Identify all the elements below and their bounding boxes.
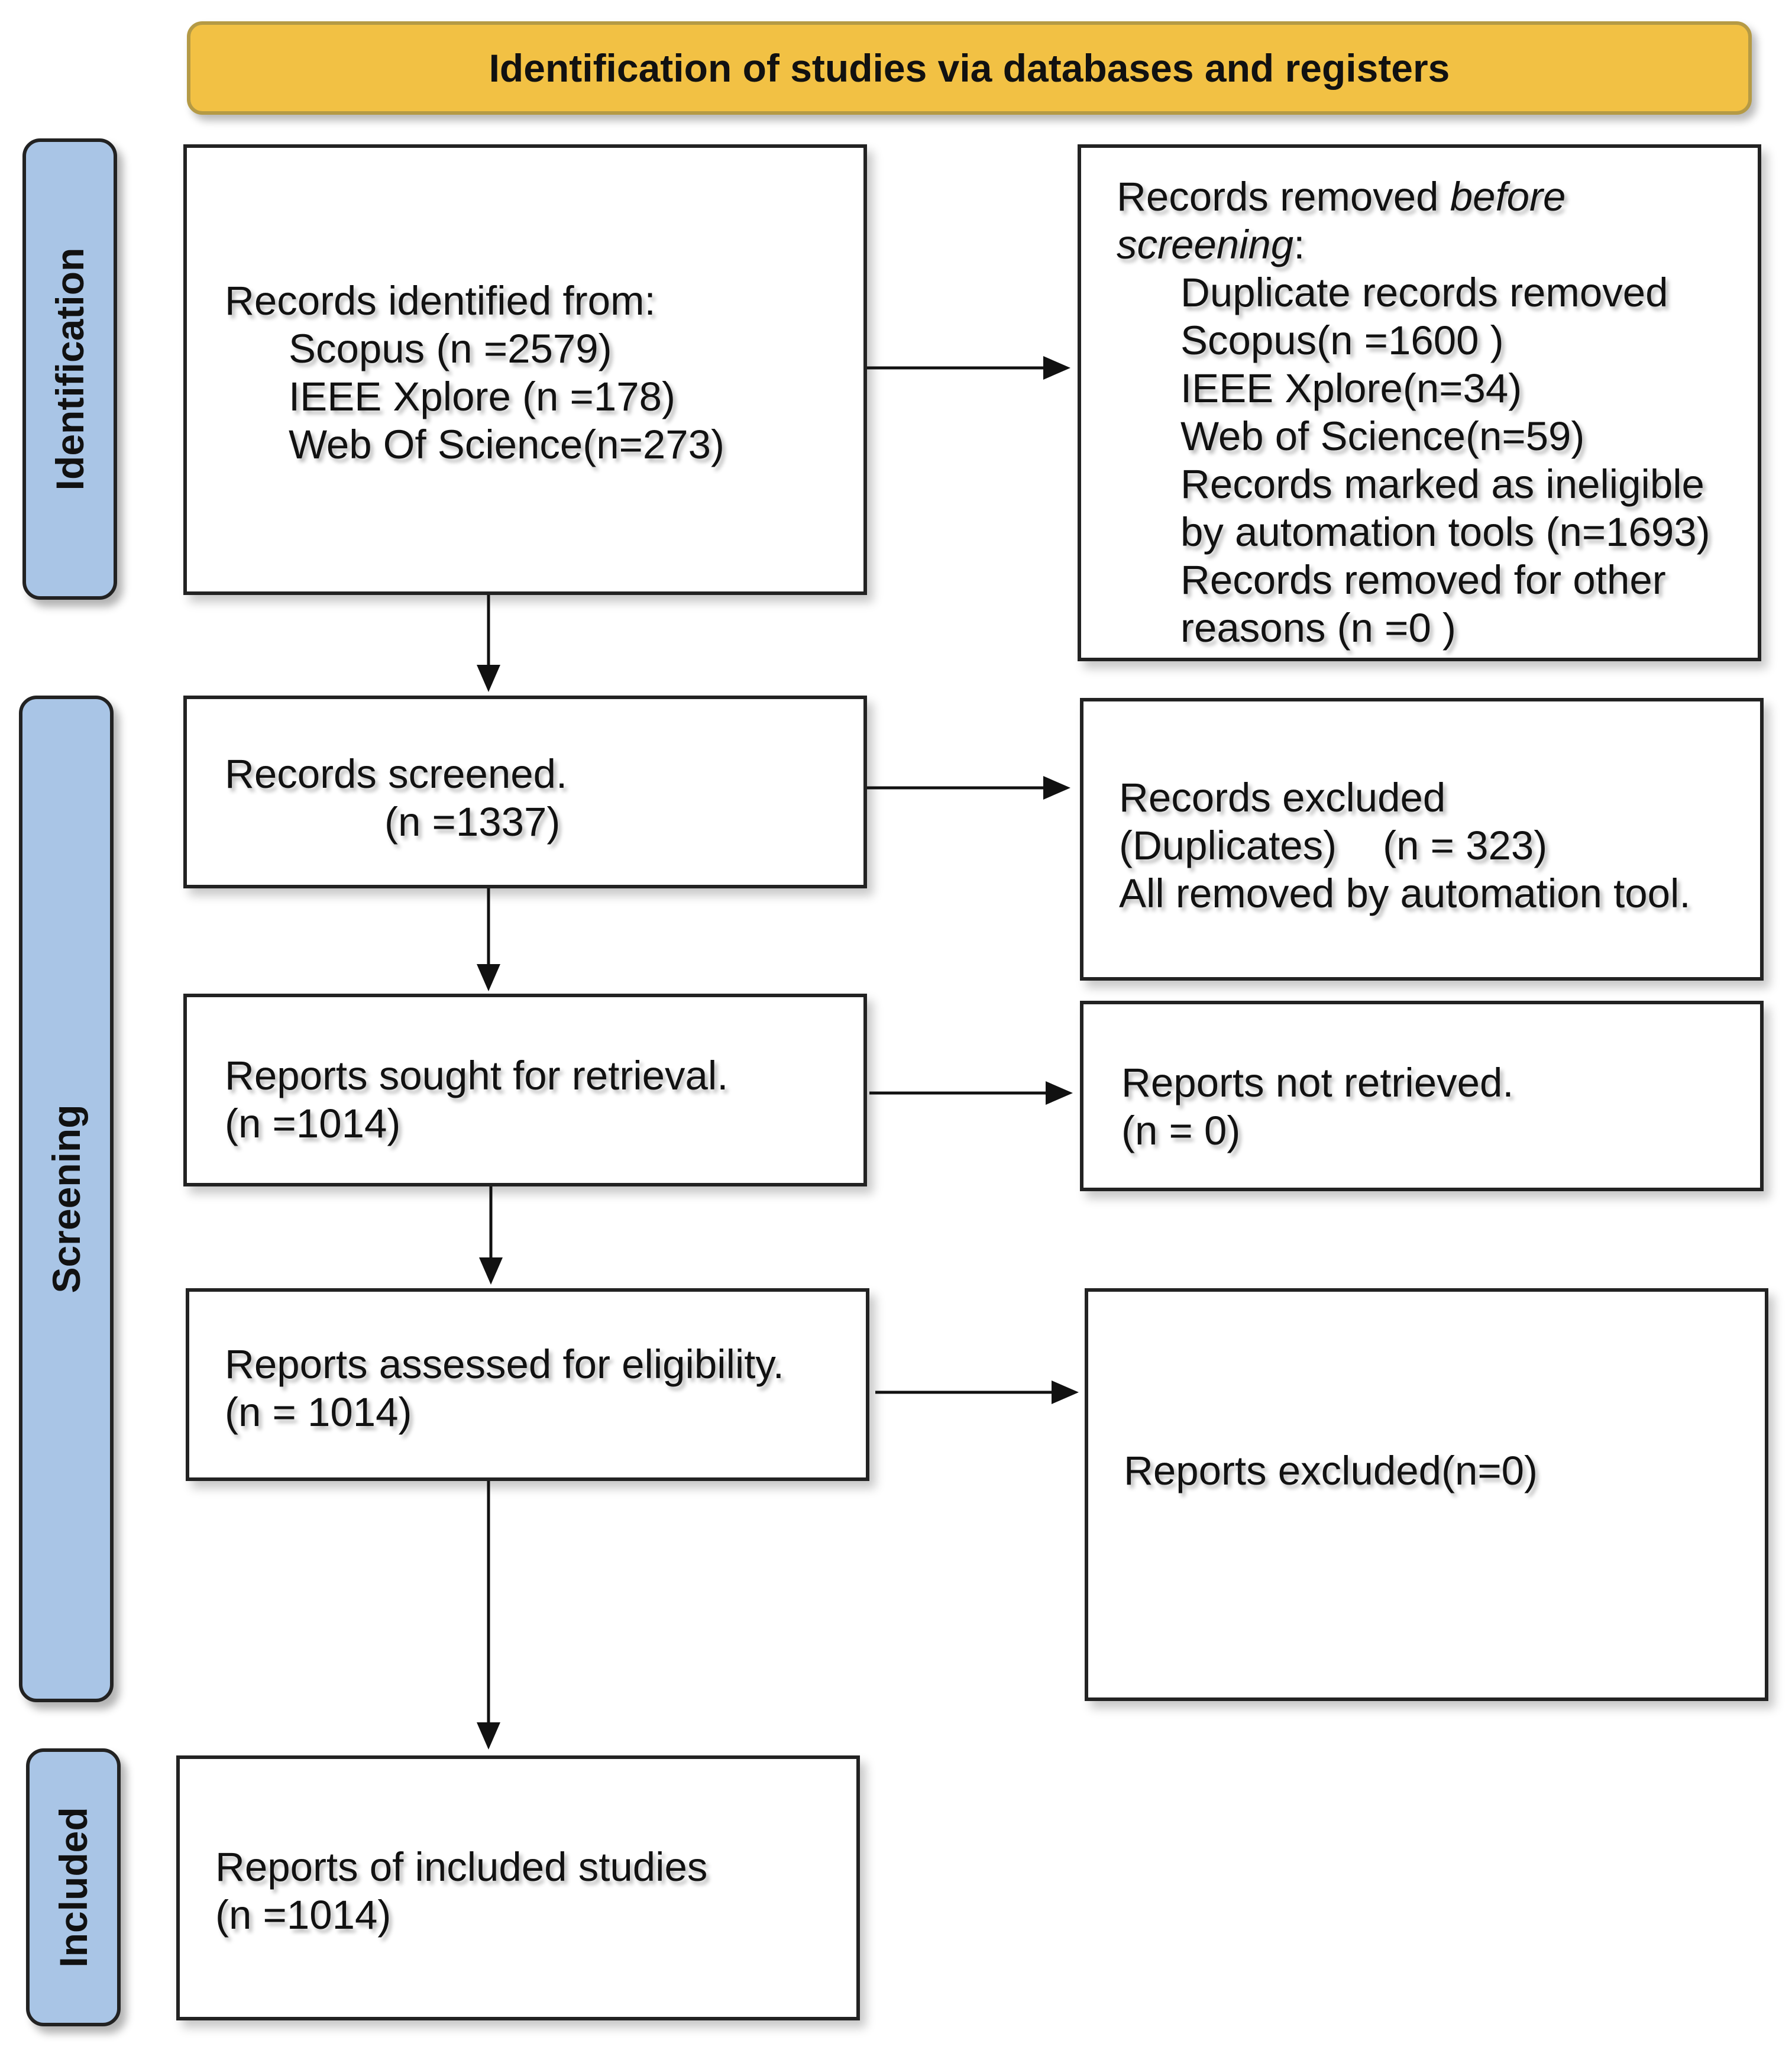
- included-studies-box: Reports of included studies (n =1014): [176, 1755, 860, 2020]
- records-identified-wos: Web Of Science(n=273): [289, 422, 725, 467]
- reports-not-retrieved-box: Reports not retrieved. (n = 0): [1080, 1001, 1764, 1191]
- arrowhead-included: [477, 1722, 500, 1750]
- records-identified-box: Records identified from: Scopus (n =2579…: [183, 144, 867, 595]
- reports-assessed-title: Reports assessed for eligibility.: [225, 1341, 784, 1387]
- duplicate-records-title: Duplicate records removed: [1180, 270, 1668, 315]
- records-removed-title-cont: screening:: [1117, 222, 1305, 267]
- phase-included: Included: [26, 1748, 121, 2026]
- records-identified-scopus: Scopus (n =2579): [289, 326, 612, 371]
- phase-identification: Identification: [22, 138, 117, 600]
- reports-assessed-count: (n = 1014): [225, 1389, 412, 1435]
- records-screened-title: Records screened.: [225, 751, 568, 797]
- records-removed-title: Records removed before: [1117, 174, 1566, 219]
- records-excluded-box: Records excluded (Duplicates)(n = 323) A…: [1080, 698, 1764, 981]
- records-excluded-duplicates: (Duplicates)(n = 323): [1119, 823, 1548, 868]
- other-reasons-line-1: Records removed for other: [1180, 557, 1666, 603]
- records-excluded-note: All removed by automation tool.: [1119, 871, 1691, 916]
- arrowhead-excluded: [1043, 776, 1070, 800]
- arrowhead-assessed: [479, 1257, 503, 1285]
- reports-sought-count: (n =1014): [225, 1101, 401, 1146]
- reports-not-retrieved-title: Reports not retrieved.: [1121, 1060, 1514, 1105]
- records-identified-title: Records identified from:: [225, 278, 656, 324]
- ineligible-line-1: Records marked as ineligible: [1180, 461, 1704, 507]
- identification-header: Identification of studies via databases …: [187, 21, 1752, 115]
- arrowhead-not-retrieved: [1046, 1081, 1073, 1105]
- reports-sought-box: Reports sought for retrieval. (n =1014): [183, 994, 867, 1186]
- records-screened-count: (n =1337): [384, 799, 561, 845]
- included-studies-count: (n =1014): [215, 1892, 392, 1938]
- reports-sought-title: Reports sought for retrieval.: [225, 1053, 729, 1098]
- other-reasons-line-2: reasons (n =0 ): [1180, 605, 1456, 651]
- arrowhead-sought: [477, 964, 500, 991]
- records-removed-box: Records removed before screening: Duplic…: [1078, 144, 1761, 661]
- duplicate-ieee: IEEE Xplore(n=34): [1180, 366, 1522, 411]
- arrowhead-reports-excluded: [1052, 1380, 1079, 1404]
- reports-not-retrieved-count: (n = 0): [1121, 1108, 1241, 1153]
- ineligible-line-2: by automation tools (n=1693): [1180, 509, 1710, 555]
- duplicate-wos: Web of Science(n=59): [1180, 413, 1585, 459]
- records-identified-ieee: IEEE Xplore (n =178): [289, 374, 675, 419]
- reports-excluded-box: Reports excluded(n=0): [1085, 1288, 1768, 1701]
- arrowhead-screened: [477, 665, 500, 692]
- duplicate-scopus: Scopus(n =1600 ): [1180, 318, 1504, 363]
- arrowhead-removed: [1043, 356, 1070, 380]
- records-screened-box: Records screened. (n =1337): [183, 696, 867, 888]
- reports-assessed-box: Reports assessed for eligibility. (n = 1…: [186, 1288, 869, 1481]
- records-excluded-title: Records excluded: [1119, 775, 1446, 820]
- included-studies-title: Reports of included studies: [215, 1844, 708, 1890]
- phase-screening: Screening: [19, 696, 114, 1702]
- reports-excluded-title: Reports excluded(n=0): [1124, 1448, 1538, 1493]
